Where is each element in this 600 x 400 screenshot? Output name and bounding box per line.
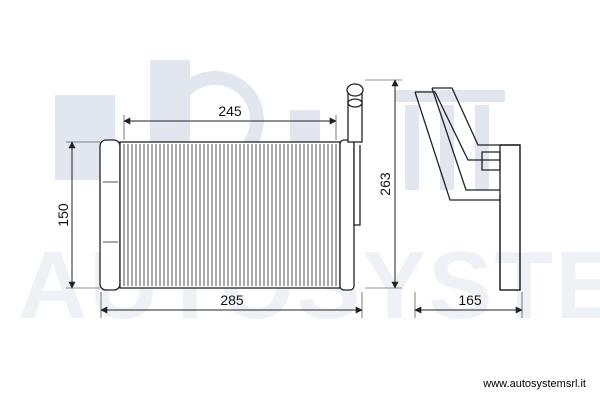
dim-overall-height: 263 xyxy=(377,172,393,196)
dimension-lines xyxy=(66,79,523,318)
heater-core xyxy=(99,83,364,291)
side-view xyxy=(414,87,521,291)
website-url: www.autosystemsrl.it xyxy=(483,378,586,390)
dim-core-height: 150 xyxy=(55,203,71,227)
core-fins xyxy=(123,144,337,286)
dim-core-width: 245 xyxy=(218,103,242,119)
dim-overall-width: 285 xyxy=(220,292,244,308)
dim-depth: 165 xyxy=(458,292,482,308)
